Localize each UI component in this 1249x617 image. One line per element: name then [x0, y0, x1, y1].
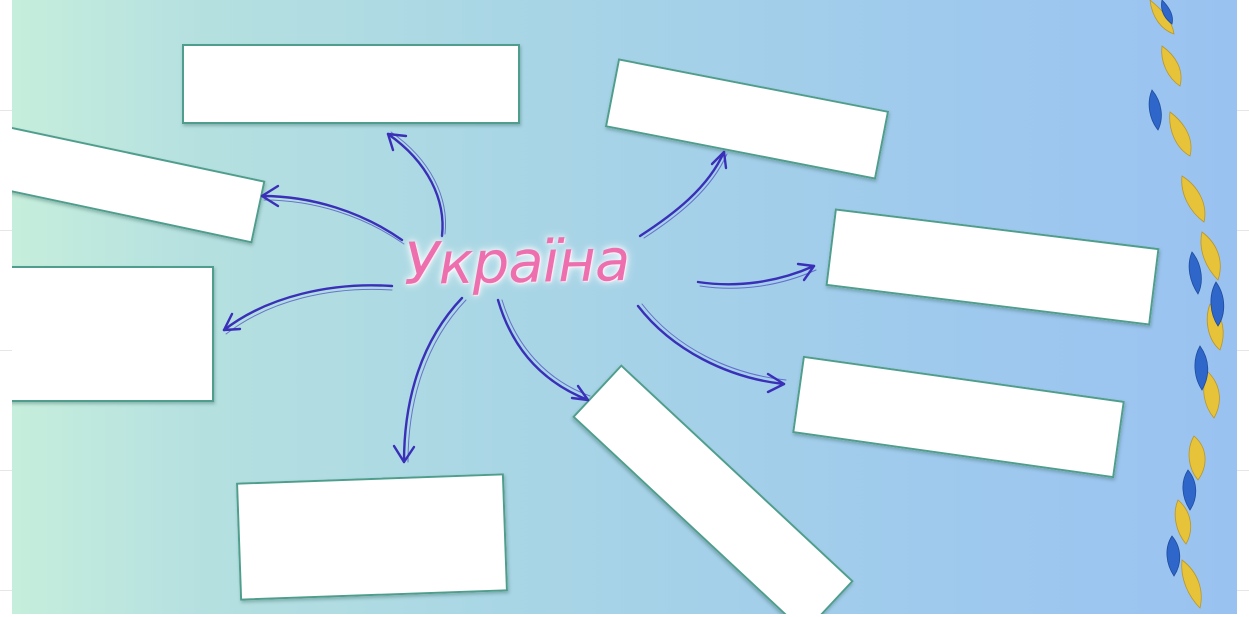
arrow-to-lower-right	[636, 304, 786, 386]
arrowhead	[710, 150, 728, 170]
arrow-to-middle-left	[222, 284, 394, 332]
arrow-to-middle-right	[696, 264, 816, 286]
braid-yellow-strands	[1149, 0, 1224, 609]
mind-map-canvas: Україна	[12, 0, 1237, 614]
arrow-to-top-right	[638, 150, 726, 238]
answer-box-top-left[interactable]	[182, 44, 520, 124]
arrow-to-upper-left	[260, 194, 404, 242]
braid-ornament	[1148, 0, 1225, 609]
answer-box-middle-left[interactable]	[12, 266, 214, 402]
arrow-to-top-left	[386, 132, 444, 238]
arrow-to-bottom-left	[402, 296, 464, 464]
arrowhead	[260, 184, 280, 208]
braid-blue-strands	[1148, 0, 1225, 577]
arrowhead	[392, 444, 416, 464]
arrow-to-bottom-center	[496, 298, 590, 402]
arrowhead	[386, 132, 408, 152]
arrows-layer	[222, 131, 817, 464]
